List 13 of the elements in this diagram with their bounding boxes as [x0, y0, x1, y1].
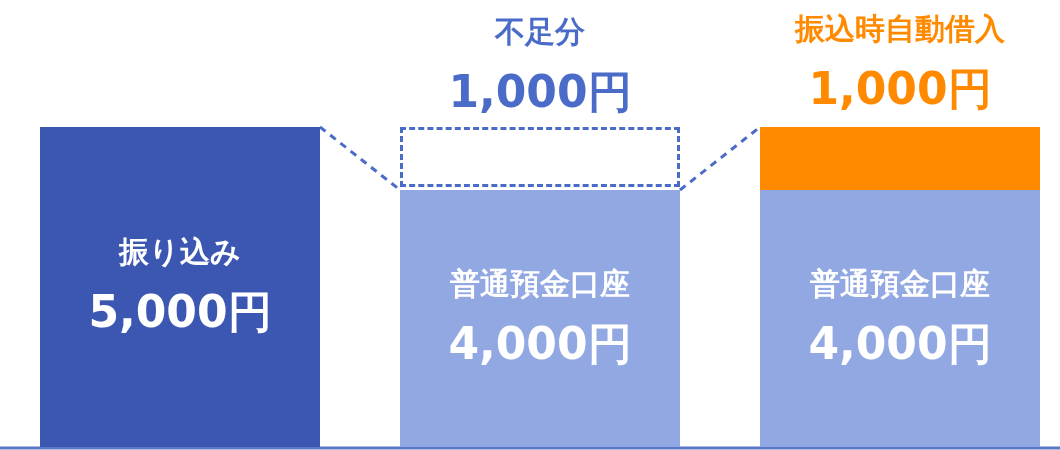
bar — [760, 190, 1040, 447]
amount-label: 5,000円 — [88, 285, 272, 339]
amount-label: 4,000円 — [448, 316, 632, 371]
bar-label: 振込時自動借入 — [795, 10, 1005, 48]
amount-label: 1,000円 — [808, 62, 992, 116]
bar-label: 不足分 — [495, 13, 585, 51]
bar — [40, 127, 320, 447]
bar — [400, 190, 680, 447]
amount-label: 1,000円 — [448, 65, 632, 119]
bar-label: 振り込み — [119, 233, 241, 271]
bar-label: 普通預金口座 — [450, 264, 630, 303]
amount-label: 4,000円 — [808, 316, 992, 371]
bar-label: 普通預金口座 — [810, 264, 990, 303]
